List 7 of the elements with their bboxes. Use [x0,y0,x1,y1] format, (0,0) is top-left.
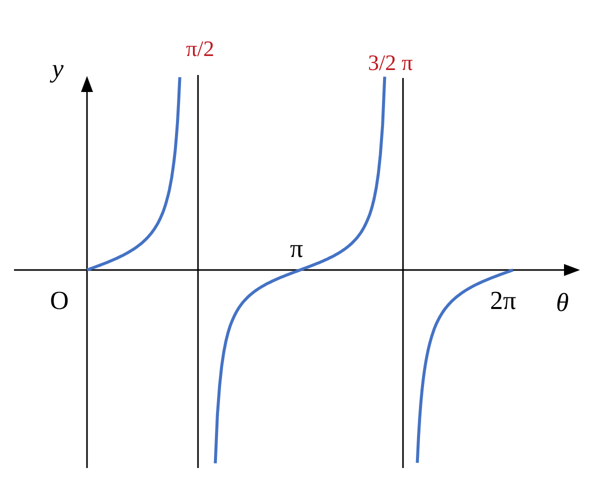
axis-label: 2π [490,288,516,314]
axis-label: π [290,236,304,262]
axis-label: 3/2 π [368,52,413,74]
axis-label: π/2 [186,38,214,60]
axis-label: θ [556,290,569,316]
axis-label: O [50,288,69,314]
axis-label: y [52,56,64,82]
